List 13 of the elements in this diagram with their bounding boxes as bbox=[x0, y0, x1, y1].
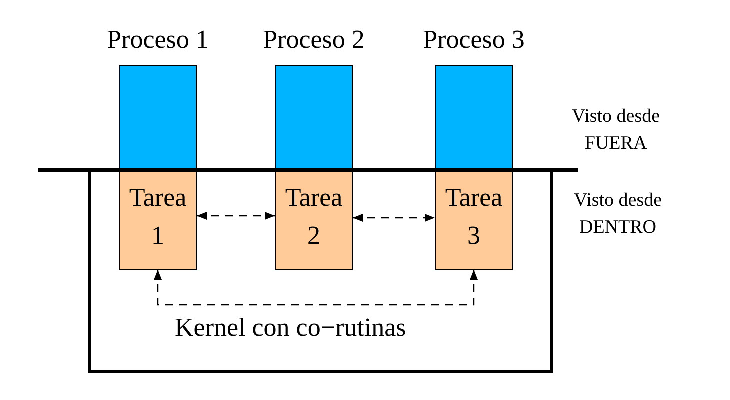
arrow bbox=[353, 214, 435, 222]
view-label: Visto desde FUERA bbox=[572, 105, 660, 156]
kernel-box bbox=[88, 170, 553, 373]
arrow bbox=[154, 270, 478, 306]
arrow bbox=[197, 212, 275, 220]
task-box: Tarea 2 bbox=[275, 170, 353, 270]
process-heading: Proceso 3 bbox=[422, 25, 526, 55]
process-heading: Proceso 2 bbox=[262, 25, 366, 55]
view-label: Visto desde DENTRO bbox=[574, 189, 662, 240]
task-box: Tarea 3 bbox=[435, 170, 513, 270]
task-box: Tarea 1 bbox=[119, 170, 197, 270]
process-heading: Proceso 1 bbox=[106, 25, 210, 55]
kernel-label: Kernel con co−rutinas bbox=[175, 313, 406, 343]
